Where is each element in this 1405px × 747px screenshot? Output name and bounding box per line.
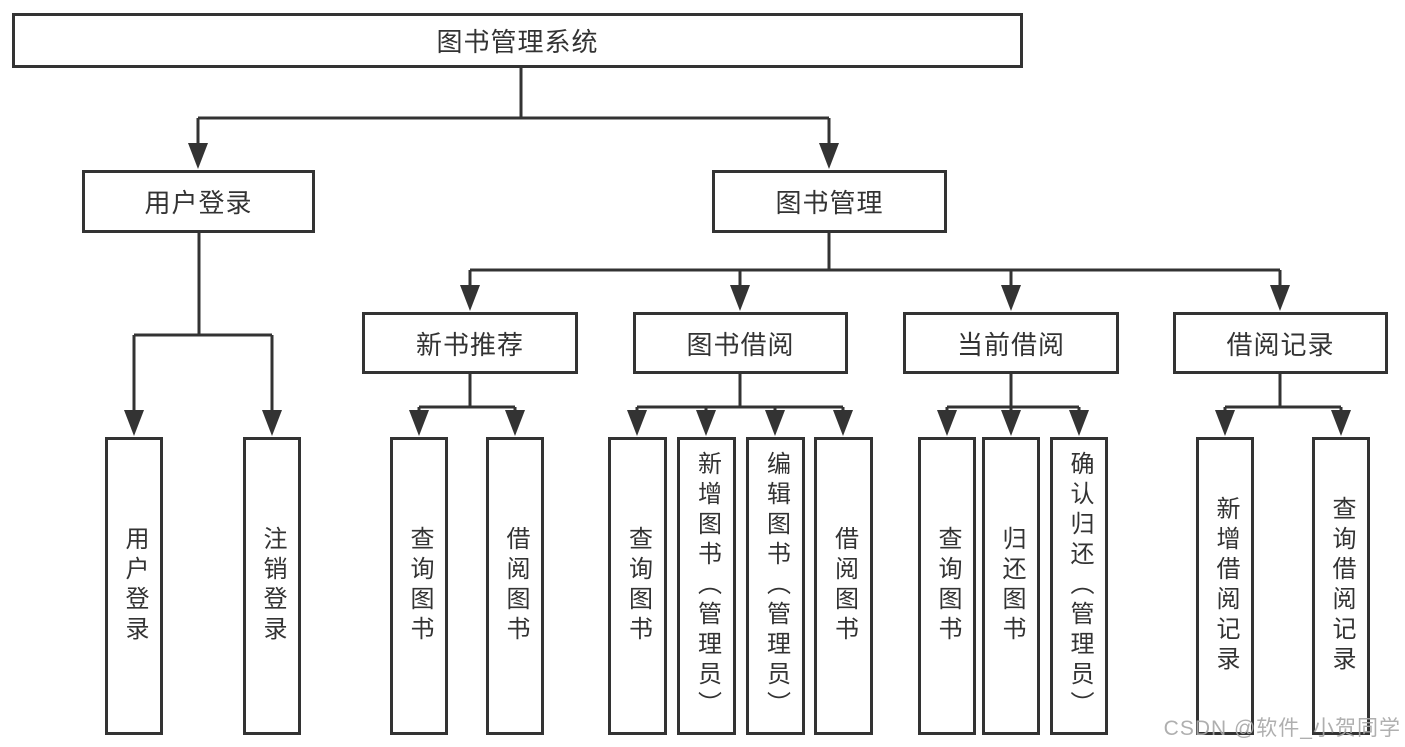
node-borrowing-records-label: 借阅记录 (1226, 329, 1335, 360)
leaf-add-books-admin: 新增图书（管理员） (677, 437, 736, 735)
node-borrowing-records: 借阅记录 (1173, 312, 1388, 374)
node-library-system: 图书管理系统 (12, 13, 1023, 68)
node-current-borrowing: 当前借阅 (903, 312, 1119, 374)
node-current-borrowing-label: 当前借阅 (956, 329, 1065, 360)
node-user-login-label: 用户登录 (144, 188, 253, 218)
leaf-logout-login-label: 注销登录 (259, 526, 286, 646)
node-new-book-recommend: 新书推荐 (362, 312, 578, 374)
leaf-borrow-books-borrowing: 借阅图书 (814, 437, 873, 735)
leaf-query-books-current-label: 查询图书 (934, 526, 961, 646)
leaf-query-books-current: 查询图书 (918, 437, 976, 735)
leaf-logout-login: 注销登录 (243, 437, 301, 735)
leaf-edit-books-admin-label: 编辑图书（管理员） (762, 451, 790, 721)
csdn-watermark: CSDN @软件_小贺同学 (1163, 717, 1401, 740)
leaf-borrow-books-borrowing-label: 借阅图书 (830, 526, 858, 646)
node-new-book-recommend-label: 新书推荐 (415, 329, 524, 360)
leaf-query-borrow-record: 查询借阅记录 (1312, 437, 1370, 735)
node-book-borrowing: 图书借阅 (633, 312, 848, 374)
leaf-query-books-recommend: 查询图书 (390, 437, 448, 735)
leaf-confirm-return-admin: 确认归还（管理员） (1050, 437, 1108, 735)
node-library-system-label: 图书管理系统 (436, 27, 599, 57)
leaf-add-borrow-record-label: 新增借阅记录 (1212, 496, 1239, 676)
leaf-confirm-return-admin-label: 确认归还（管理员） (1066, 451, 1093, 721)
leaf-borrow-books-recommend-label: 借阅图书 (502, 526, 529, 646)
leaf-return-books: 归还图书 (982, 437, 1040, 735)
leaf-query-books-recommend-label: 查询图书 (406, 526, 433, 646)
leaf-user-login-label: 用户登录 (121, 526, 148, 646)
node-book-borrowing-label: 图书借阅 (686, 329, 795, 360)
leaf-user-login: 用户登录 (105, 437, 163, 735)
leaf-return-books-label: 归还图书 (998, 526, 1025, 646)
node-book-management: 图书管理 (712, 170, 947, 233)
leaf-add-borrow-record: 新增借阅记录 (1196, 437, 1254, 735)
leaf-borrow-books-recommend: 借阅图书 (486, 437, 544, 735)
leaf-add-books-admin-label: 新增图书（管理员） (693, 451, 721, 721)
node-user-login: 用户登录 (82, 170, 315, 233)
leaf-query-borrow-record-label: 查询借阅记录 (1328, 496, 1355, 676)
node-book-management-label: 图书管理 (775, 188, 884, 218)
leaf-query-books-borrowing: 查询图书 (608, 437, 667, 735)
leaf-query-books-borrowing-label: 查询图书 (624, 526, 652, 646)
leaf-edit-books-admin: 编辑图书（管理员） (746, 437, 805, 735)
